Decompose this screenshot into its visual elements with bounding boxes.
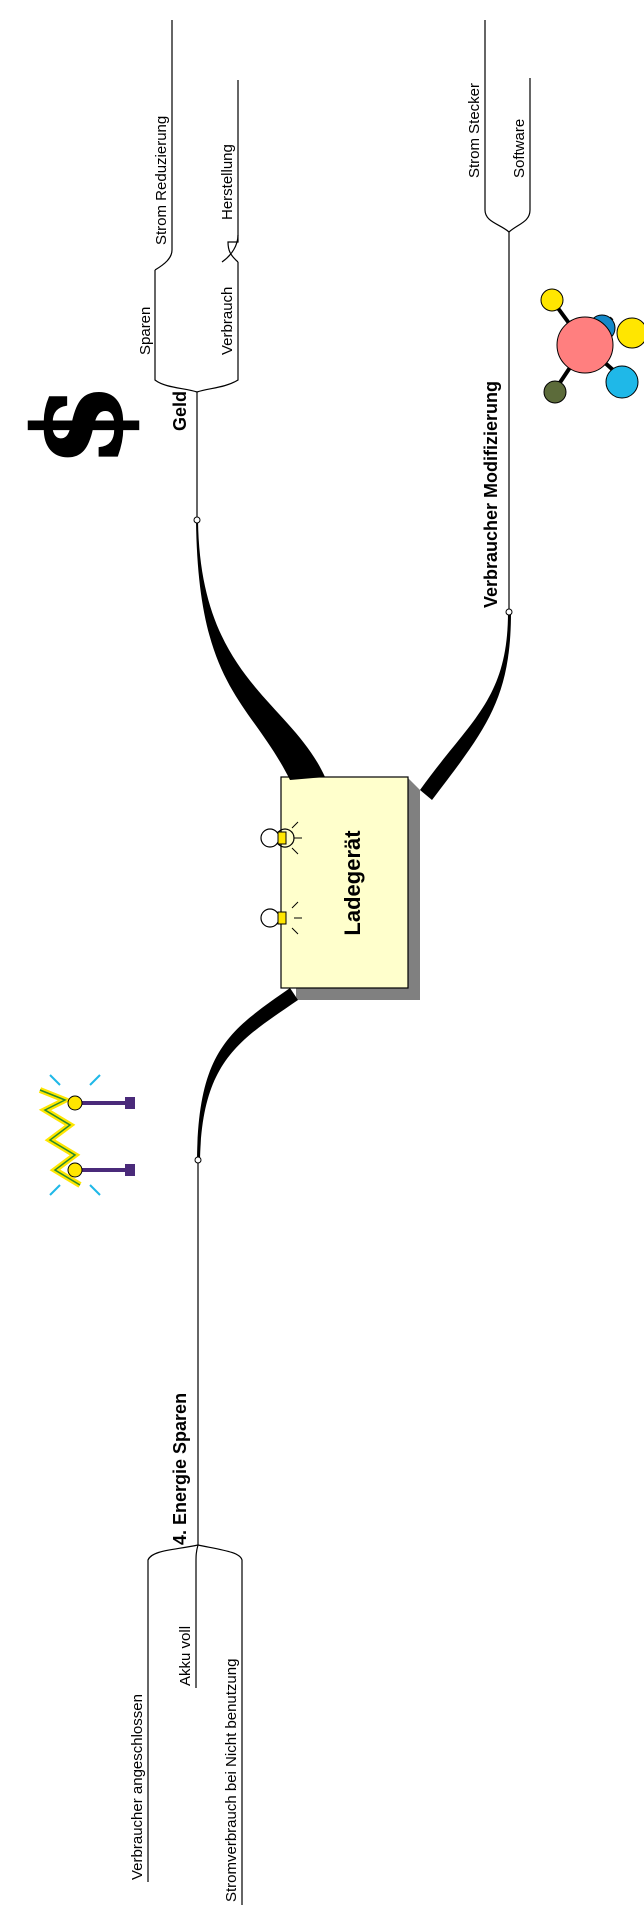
lightbulb-icon <box>260 901 302 935</box>
molecule-icon <box>540 288 644 404</box>
branch-energie-sparen[interactable]: 4. Energie Sparen Verbraucher angeschlos… <box>129 1156 243 1905</box>
connector-verbraucher-modifizierung <box>420 612 511 800</box>
dollar-icon: $ <box>7 382 151 468</box>
connector-energie-sparen <box>197 988 298 1160</box>
central-topic-box <box>280 776 409 989</box>
branch-title-geld: Geld <box>170 391 190 431</box>
node-strom-reduzierung[interactable]: Strom Reduzierung <box>153 116 170 245</box>
node-strom-stecker[interactable]: Strom Stecker <box>466 83 483 178</box>
node-sparen[interactable]: Sparen <box>137 307 154 355</box>
node-stromverbrauch-bei-nicht-benutzung[interactable]: Stromverbrauch bei Nicht benutzung <box>223 1659 240 1902</box>
central-topic[interactable]: Ladegerät <box>260 776 420 1000</box>
node-verbraucher-angeschlossen[interactable]: Verbraucher angeschlossen <box>129 1694 146 1880</box>
electricity-icon <box>38 1074 135 1196</box>
node-akku-voll[interactable]: Akku voll <box>177 1626 194 1686</box>
central-topic-label: Ladegerät <box>340 830 365 936</box>
node-verbrauch[interactable]: Verbrauch <box>219 287 236 355</box>
node-herstellung[interactable]: Herstellung <box>219 144 236 220</box>
node-software[interactable]: Software <box>511 119 528 178</box>
branch-title-energie-sparen: 4. Energie Sparen <box>170 1393 190 1545</box>
lightbulb-icon <box>260 821 302 855</box>
branch-geld[interactable]: Geld Sparen Verbrauch Strom Reduzierung … <box>137 20 239 524</box>
branch-title-verbraucher-modifizierung: Verbraucher Modifizierung <box>481 381 501 608</box>
connector-geld <box>196 520 325 780</box>
branch-verbraucher-modifizierung[interactable]: Verbraucher Modifizierung Strom Stecker … <box>466 20 531 616</box>
svg-text:$: $ <box>8 383 149 467</box>
